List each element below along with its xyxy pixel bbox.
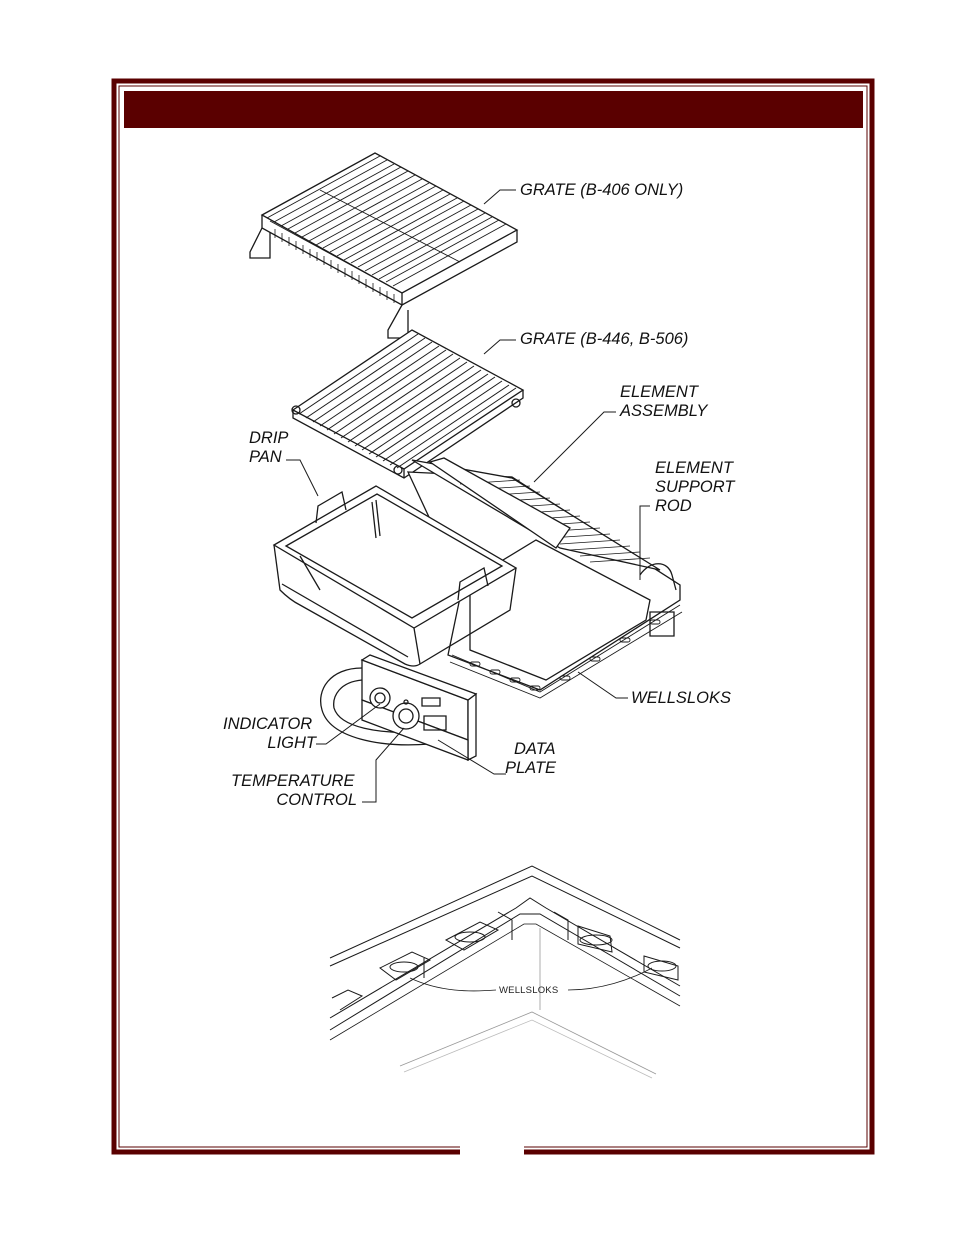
- label-element-rod-line2: SUPPORT: [655, 478, 735, 496]
- header-bar: [124, 91, 863, 128]
- label-temperature-line1: TEMPERATURE: [231, 772, 355, 790]
- label-detail-wellsloks: WELLSLOKS: [499, 985, 559, 996]
- grate-b406-illustration: [250, 153, 517, 338]
- label-element-assembly-line1: ELEMENT: [620, 383, 698, 401]
- leader-wellsloks: [578, 672, 628, 698]
- leader-temperature-control: [362, 728, 404, 802]
- label-indicator-line2: LIGHT: [267, 734, 316, 752]
- leader-grate-b446: [484, 340, 516, 354]
- wellsloks-detail-illustration: [330, 866, 680, 1078]
- leader-element-assembly: [534, 412, 616, 482]
- label-element-assembly-line2: ASSEMBLY: [620, 402, 708, 420]
- label-drip-pan-line1: DRIP: [249, 429, 289, 447]
- label-element-rod-line1: ELEMENT: [655, 459, 733, 477]
- leader-element-rod: [640, 506, 650, 580]
- drip-pan-illustration: [274, 486, 516, 666]
- label-grate-b446: GRATE (B-446, B-506): [520, 330, 689, 348]
- grate-b446-illustration: [292, 330, 523, 478]
- label-temperature-line2: CONTROL: [276, 791, 357, 809]
- label-indicator-line1: INDICATOR: [223, 715, 313, 733]
- leader-drip-pan: [286, 460, 318, 496]
- control-box-illustration: [321, 655, 476, 760]
- leader-indicator-light: [316, 704, 380, 744]
- label-data-plate-line1: DATA: [514, 740, 556, 758]
- leader-grate-b406: [484, 190, 516, 204]
- label-element-rod-line3: ROD: [655, 497, 692, 515]
- label-grate-b406: GRATE (B-406 ONLY): [520, 181, 684, 199]
- frame-border-inner: [119, 86, 867, 1147]
- frame-border: [114, 81, 872, 1152]
- label-data-plate-line2: PLATE: [505, 759, 557, 777]
- leader-data-plate: [438, 740, 506, 774]
- label-wellsloks: WELLSLOKS: [631, 689, 731, 707]
- label-drip-pan-line2: PAN: [249, 448, 282, 466]
